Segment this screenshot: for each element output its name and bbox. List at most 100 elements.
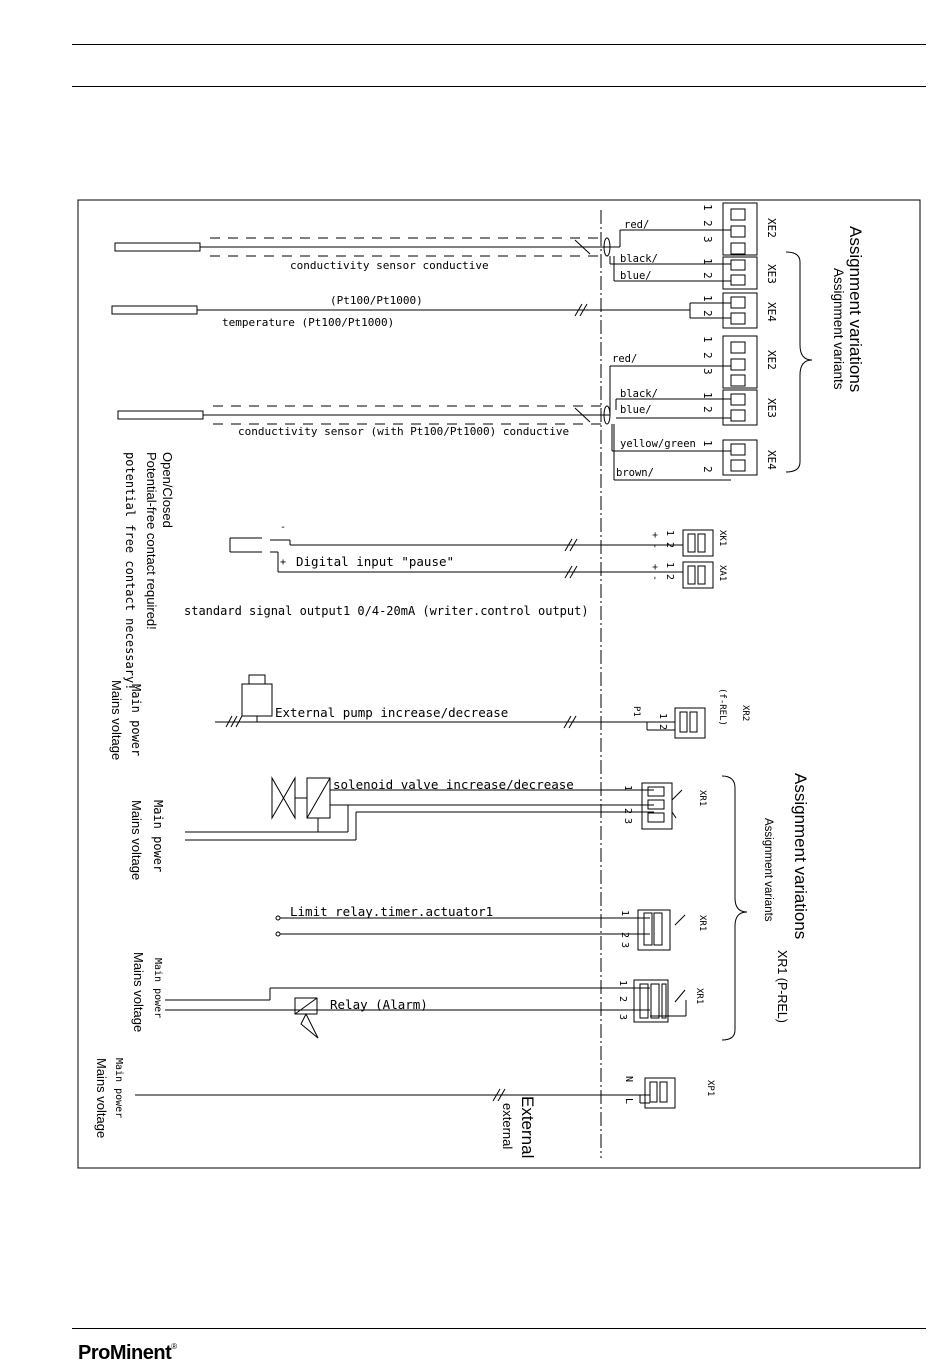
pin-number: 1 — [701, 336, 714, 343]
main-power-label-2: Main power — [151, 800, 165, 872]
switch-minus: - — [280, 522, 286, 533]
assignment-variations-bottom: Assignment variations — [791, 773, 810, 939]
diagram-frame — [77, 199, 921, 1169]
relay-alarm-circuit — [165, 987, 687, 1039]
label-temperature: temperature (Pt100/Pt1000) — [222, 316, 394, 329]
terminal-xe2-top: XE2 — [765, 218, 778, 238]
main-power-label-1: Main power — [129, 684, 143, 756]
wire-blue-2: blue/ — [620, 404, 652, 416]
terminal-xe4-mid: XE4 — [765, 450, 778, 470]
terminal-xe3-top: XE3 — [765, 264, 778, 284]
pin-number: 3 — [617, 1014, 628, 1020]
pin-number: 2 — [701, 466, 714, 473]
header-rule-bottom — [72, 86, 926, 87]
assignment-variants-top: Assignment variants — [831, 268, 846, 390]
terminal-p1: P1 — [631, 706, 641, 717]
external-mains-circuit — [135, 1088, 650, 1104]
pin-number: 2 — [701, 352, 714, 359]
pin-number: 1 — [664, 530, 675, 536]
main-power-label-4: Main power — [113, 1058, 124, 1118]
registered-mark: ® — [171, 1342, 177, 1351]
terminal-xr1-relay: XR1 — [694, 988, 704, 1004]
header-rule-top — [72, 44, 926, 45]
pin-number: 2 — [619, 932, 630, 938]
wire-yellow-green: yellow/green — [620, 438, 696, 450]
pin-number: 1 — [664, 562, 675, 568]
pin-number: 2 — [701, 272, 714, 279]
external-label-small: external — [500, 1103, 515, 1149]
label-relay-alarm: Relay (Alarm) — [330, 997, 428, 1012]
assignment-variations-top: Assignment variations — [846, 226, 865, 392]
wire-black-1: black/ — [620, 253, 658, 265]
wire-brown: brown/ — [616, 467, 654, 479]
potential-free-required-label: Potential-free contact required! — [144, 452, 159, 630]
wire-blue-1: blue/ — [620, 270, 652, 282]
pin-l: L — [623, 1098, 634, 1104]
conductivity-sensor-2 — [117, 365, 731, 481]
pin-number: 3 — [619, 942, 630, 948]
conductivity-sensor-1 — [114, 229, 731, 282]
terminal-xk1: XK1 — [717, 530, 727, 546]
assignment-bracket-top — [785, 251, 813, 473]
label-external-pump: External pump increase/decrease — [275, 705, 508, 720]
pin-number: 1 — [701, 392, 714, 399]
label-limit-relay: Limit relay.timer.actuator1 — [290, 904, 493, 919]
pin-number: 1 — [701, 440, 714, 447]
pin-number: 2 — [617, 996, 628, 1002]
mains-voltage-label-2: Mains voltage — [129, 800, 144, 880]
pin-number: 2 — [622, 808, 633, 814]
terminal-frel: (f-REL) — [717, 688, 727, 726]
digital-input-pause-circuit — [229, 537, 683, 579]
terminal-xr1-solenoid: XR1 — [697, 790, 707, 806]
assignment-variants-bottom: Assignment variants — [762, 818, 774, 922]
pin-polarity: - — [649, 543, 660, 549]
terminal-xe4-top: XE4 — [765, 302, 778, 322]
pin-number: 3 — [701, 236, 714, 243]
brand-name: ProMinent — [78, 1342, 172, 1364]
pin-number: 2 — [657, 724, 668, 730]
wire-red-2: red/ — [612, 353, 637, 365]
external-label-large: External — [518, 1096, 537, 1158]
terminal-xp1: XP1 — [705, 1080, 715, 1096]
label-sensor-1: conductivity sensor conductive — [290, 259, 489, 272]
mains-voltage-label-1: Mains voltage — [109, 680, 124, 760]
pin-number: 2 — [664, 574, 675, 580]
switch-plus: + — [280, 557, 286, 568]
label-digital-input: Digital input "pause" — [296, 554, 454, 569]
pin-polarity: + — [649, 532, 660, 538]
wire-red-1: red/ — [624, 219, 649, 231]
prominent-logo: ProMinent® — [78, 1342, 177, 1365]
label-pt-top: (Pt100/Pt1000) — [330, 294, 423, 307]
pin-number: 1 — [701, 258, 714, 265]
label-solenoid: solenoid valve increase/decrease — [333, 777, 574, 792]
pin-number: 2 — [701, 310, 714, 317]
mains-voltage-label-3: Mains voltage — [131, 952, 146, 1032]
pin-number: 2 — [664, 542, 675, 548]
solenoid-valve-circuit — [185, 776, 683, 841]
pin-number: 1 — [617, 980, 628, 986]
terminal-blocks — [633, 202, 758, 1109]
terminal-xr2: XR2 — [740, 705, 750, 721]
potential-free-necessary-label: potential free contact necessary! — [123, 452, 137, 690]
pin-polarity: - — [649, 575, 660, 581]
wire-black-2: black/ — [620, 388, 658, 400]
assignment-bracket-bottom — [721, 775, 748, 1041]
pin-number: 1 — [701, 295, 714, 302]
label-sensor-2: conductivity sensor (with Pt100/Pt1000) … — [238, 425, 569, 438]
main-power-label-3: Main power — [152, 958, 163, 1018]
label-standard-signal: standard signal output1 0/4-20mA (writer… — [184, 604, 589, 618]
open-closed-label: Open/Closed — [160, 452, 175, 528]
terminal-xe3-mid: XE3 — [765, 398, 778, 418]
pin-polarity: + — [649, 564, 660, 570]
pin-number: 1 — [622, 785, 633, 791]
pin-number: 1 — [657, 713, 668, 719]
pin-number: 2 — [701, 406, 714, 413]
footer-rule — [72, 1328, 926, 1329]
terminal-xe2-mid: XE2 — [765, 350, 778, 370]
pin-number: 1 — [619, 910, 630, 916]
xr1-p-rel-label: XR1 (P-REL) — [775, 950, 789, 1023]
limit-relay-circuit — [275, 914, 686, 937]
terminal-xa1: XA1 — [717, 565, 727, 581]
temperature-sensor — [111, 302, 731, 319]
